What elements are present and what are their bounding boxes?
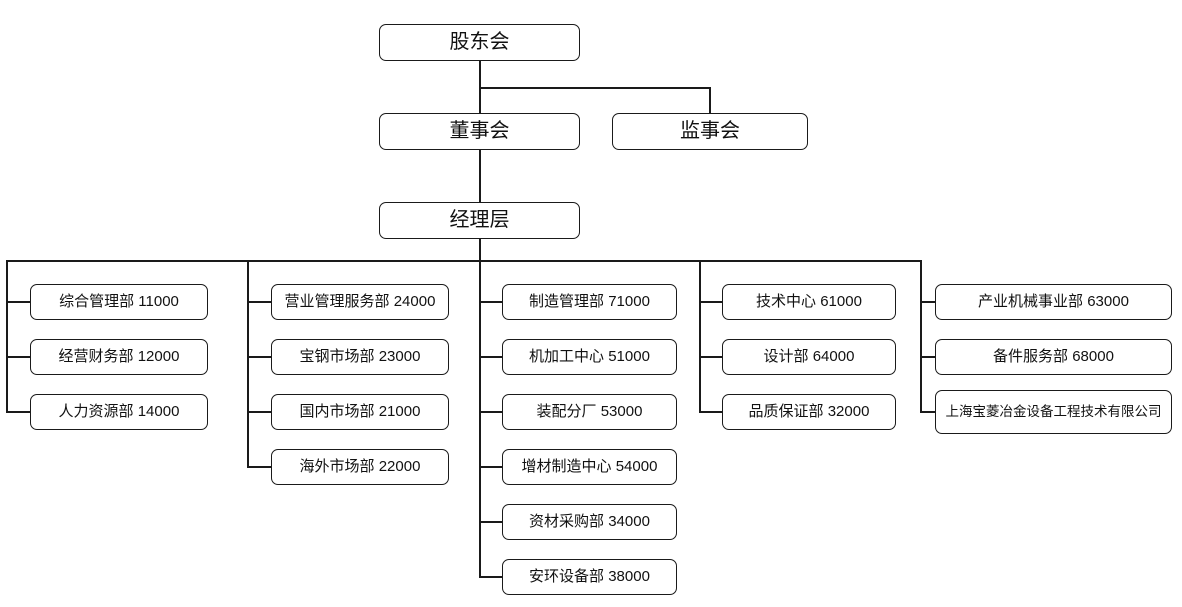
connector-col-3-stub-4	[479, 466, 502, 468]
connector-col-3-stub-2	[479, 356, 502, 358]
node-department[interactable]: 产业机械事业部 63000	[935, 284, 1172, 320]
connector-col-1-stub-2	[6, 356, 30, 358]
node-board-of-directors[interactable]: 董事会	[379, 113, 580, 150]
connector-col-4-trunk	[699, 260, 701, 413]
connector-col-5-stub-3	[920, 411, 935, 413]
node-department[interactable]: 装配分厂 53000	[502, 394, 677, 430]
node-department[interactable]: 安环设备部 38000	[502, 559, 677, 595]
connector-col-5-trunk	[920, 260, 922, 413]
connector-col-3-stub-5	[479, 521, 502, 523]
connector-col-3-trunk	[479, 260, 481, 578]
connector-col-3-stub-6	[479, 576, 502, 578]
connector-col-2-stub-2	[247, 356, 271, 358]
node-department[interactable]: 品质保证部 32000	[722, 394, 896, 430]
node-board-of-supervisors[interactable]: 监事会	[612, 113, 808, 150]
node-department[interactable]: 增材制造中心 54000	[502, 449, 677, 485]
connector-management-to-bus	[479, 239, 481, 262]
connector-col-4-stub-2	[699, 356, 722, 358]
node-department[interactable]: 设计部 64000	[722, 339, 896, 375]
connector-col-2-trunk	[247, 260, 249, 468]
connector-shareholders-to-supervisors-horizontal	[479, 87, 711, 89]
node-management-layer[interactable]: 经理层	[379, 202, 580, 239]
node-department[interactable]: 经营财务部 12000	[30, 339, 208, 375]
connector-col-2-stub-4	[247, 466, 271, 468]
node-subsidiary-company[interactable]: 上海宝菱冶金设备工程技术有限公司	[935, 390, 1172, 434]
node-department[interactable]: 营业管理服务部 24000	[271, 284, 449, 320]
connector-col-4-stub-3	[699, 411, 722, 413]
node-department[interactable]: 人力资源部 14000	[30, 394, 208, 430]
node-department[interactable]: 技术中心 61000	[722, 284, 896, 320]
node-department[interactable]: 海外市场部 22000	[271, 449, 449, 485]
connector-supervisors-drop	[709, 87, 711, 113]
node-department[interactable]: 宝钢市场部 23000	[271, 339, 449, 375]
connector-col-2-stub-3	[247, 411, 271, 413]
node-shareholders-meeting[interactable]: 股东会	[379, 24, 580, 61]
connector-col-1-trunk	[6, 260, 8, 413]
connector-col-2-stub-1	[247, 301, 271, 303]
node-department[interactable]: 综合管理部 11000	[30, 284, 208, 320]
node-department[interactable]: 资材采购部 34000	[502, 504, 677, 540]
connector-col-1-stub-1	[6, 301, 30, 303]
connector-col-3-stub-1	[479, 301, 502, 303]
connector-col-5-stub-1	[920, 301, 935, 303]
connector-department-bus	[6, 260, 922, 262]
connector-col-3-stub-3	[479, 411, 502, 413]
node-department[interactable]: 机加工中心 51000	[502, 339, 677, 375]
connector-col-4-stub-1	[699, 301, 722, 303]
node-department[interactable]: 备件服务部 68000	[935, 339, 1172, 375]
connector-col-5-stub-2	[920, 356, 935, 358]
connector-board-to-management	[479, 150, 481, 202]
node-department[interactable]: 国内市场部 21000	[271, 394, 449, 430]
node-department[interactable]: 制造管理部 71000	[502, 284, 677, 320]
connector-col-1-stub-3	[6, 411, 30, 413]
